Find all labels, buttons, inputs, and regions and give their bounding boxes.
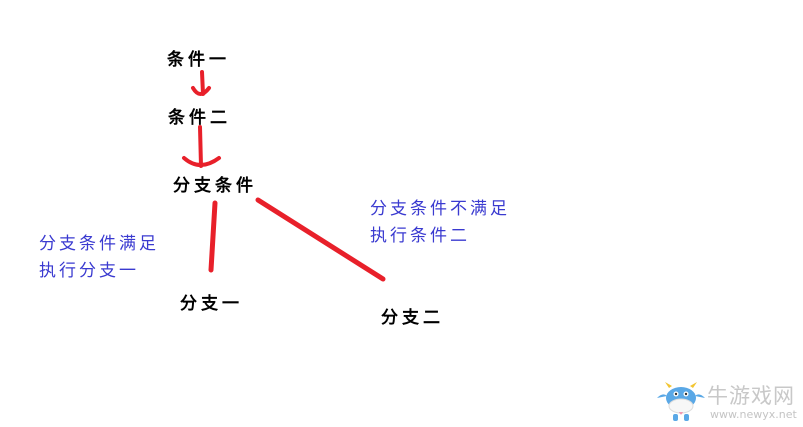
line-to-branch1 — [208, 200, 218, 273]
note-branch-satisfied: 分支条件满足 执行分支一 — [39, 231, 159, 285]
arrow-cond2-to-branch-cond — [182, 125, 221, 168]
watermark-url: www.newyx.net — [710, 408, 797, 421]
line-to-branch2 — [255, 197, 386, 282]
node-condition-one: 条件一 — [167, 50, 230, 70]
watermark-title: 牛游戏网 — [707, 384, 795, 408]
note-right-line2: 执行条件二 — [370, 226, 470, 246]
node-branch-two: 分支二 — [381, 308, 444, 328]
cow-mascot-icon — [657, 382, 705, 421]
note-right-line1: 分支条件不满足 — [370, 199, 510, 219]
arrow-cond1-to-cond2 — [191, 70, 211, 96]
note-left-line2: 执行分支一 — [39, 261, 139, 281]
node-branch-one: 分支一 — [180, 294, 243, 314]
note-branch-not-satisfied: 分支条件不满足 执行条件二 — [370, 196, 510, 250]
note-left-line1: 分支条件满足 — [39, 234, 159, 254]
node-branch-condition: 分支条件 — [173, 176, 257, 196]
node-condition-two: 条件二 — [168, 108, 231, 128]
watermark: 牛游戏网 www.newyx.net — [655, 378, 803, 424]
